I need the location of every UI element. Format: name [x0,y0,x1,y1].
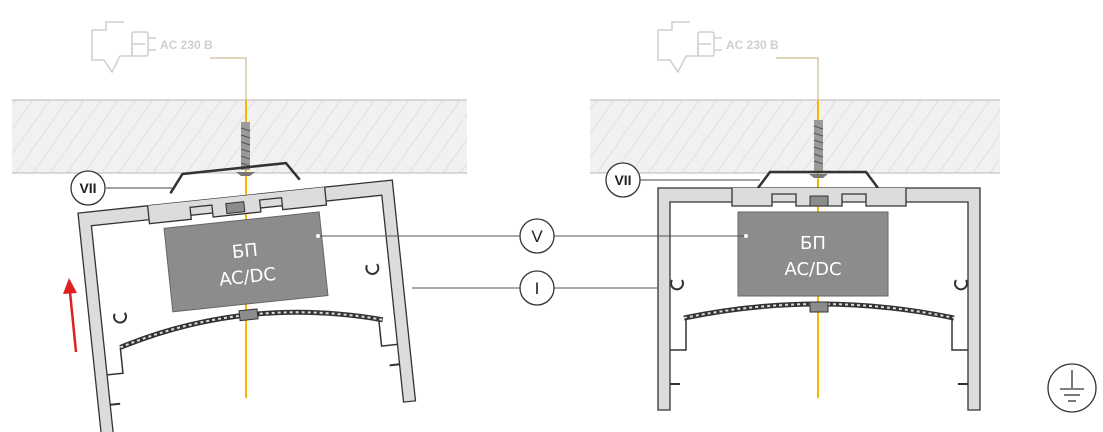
callout-v-label: V [531,227,543,246]
power-wire-left [210,57,247,100]
right-assembly: AC 230 B БП AC/DC [590,21,1000,411]
profile-left [77,161,417,432]
callout-i: I [412,270,658,306]
ceiling-slab-right [590,99,1000,174]
psu-right-line2: AC/DC [784,259,841,280]
callout-vii-left: VII [70,170,174,206]
plug-icon-right [657,21,722,74]
callout-i-label: I [535,279,540,298]
screw-icon-left [236,122,255,176]
screw-icon-right [809,120,828,178]
profile-right [657,170,981,411]
callout-vii-right: VII [605,162,760,198]
psu-right: БП AC/DC [737,211,889,297]
up-arrow-icon [63,278,78,353]
ground-icon [1047,363,1097,413]
psu-right-line1: БП [800,233,826,254]
callout-v: V [316,218,748,254]
psu-left-line1: БП [231,240,259,264]
callout-vii-right-label: VII [614,172,631,188]
power-label-left: AC 230 B [160,38,213,52]
ceiling-slab-left [12,99,467,174]
callout-vii-left-label: VII [79,180,96,196]
power-label-right: AC 230 B [726,38,779,52]
left-assembly: AC 230 B [12,21,467,432]
plug-icon [91,21,156,74]
power-wire-right [776,57,819,100]
psu-left: БП AC/DC [163,211,329,313]
